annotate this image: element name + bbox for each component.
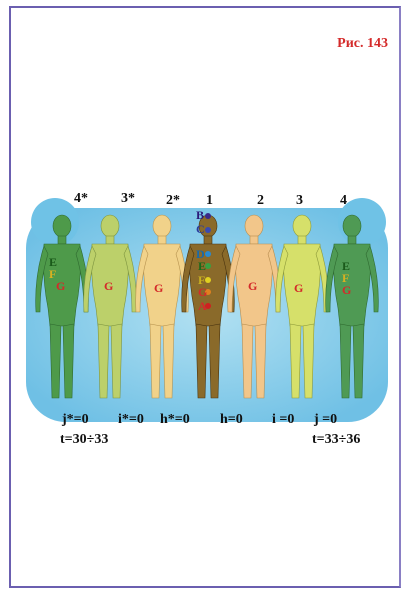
figures-svg: E F G G G B C D E F G A G G E F G	[22, 190, 392, 450]
letter-G-4star: G	[56, 279, 65, 293]
label-h: h=0	[220, 412, 243, 428]
top-label-3-star: 3*	[121, 191, 135, 207]
top-label-4-star: 4*	[74, 191, 88, 207]
letter-G-center: G	[198, 285, 207, 299]
label-t-left: t=30÷33	[60, 432, 108, 448]
letter-G-4: G	[342, 283, 351, 297]
letter-G-2: G	[248, 279, 257, 293]
top-label-1: 1	[206, 193, 213, 209]
aura-figures-illustration: E F G G G B C D E F G A G G E F G	[22, 190, 392, 450]
letter-G-2star: G	[154, 281, 163, 295]
letter-A: A	[198, 299, 207, 313]
label-t-right: t=33÷36	[312, 432, 360, 448]
letter-E-center: E	[198, 259, 206, 273]
letter-C: C	[196, 222, 205, 236]
label-i: i =0	[272, 412, 294, 428]
top-label-4: 4	[340, 193, 347, 209]
label-j: j =0	[314, 412, 337, 428]
label-i-star: i*=0	[118, 412, 144, 428]
letter-G-3: G	[294, 281, 303, 295]
letter-B: B	[196, 208, 204, 222]
label-h-star: h*=0	[160, 412, 190, 428]
figure-caption: Рис. 143	[337, 36, 388, 52]
top-label-2-star: 2*	[166, 193, 180, 209]
letter-G-3star: G	[104, 279, 113, 293]
label-j-star: j*=0	[62, 412, 89, 428]
top-label-2: 2	[257, 193, 264, 209]
top-label-3: 3	[296, 193, 303, 209]
